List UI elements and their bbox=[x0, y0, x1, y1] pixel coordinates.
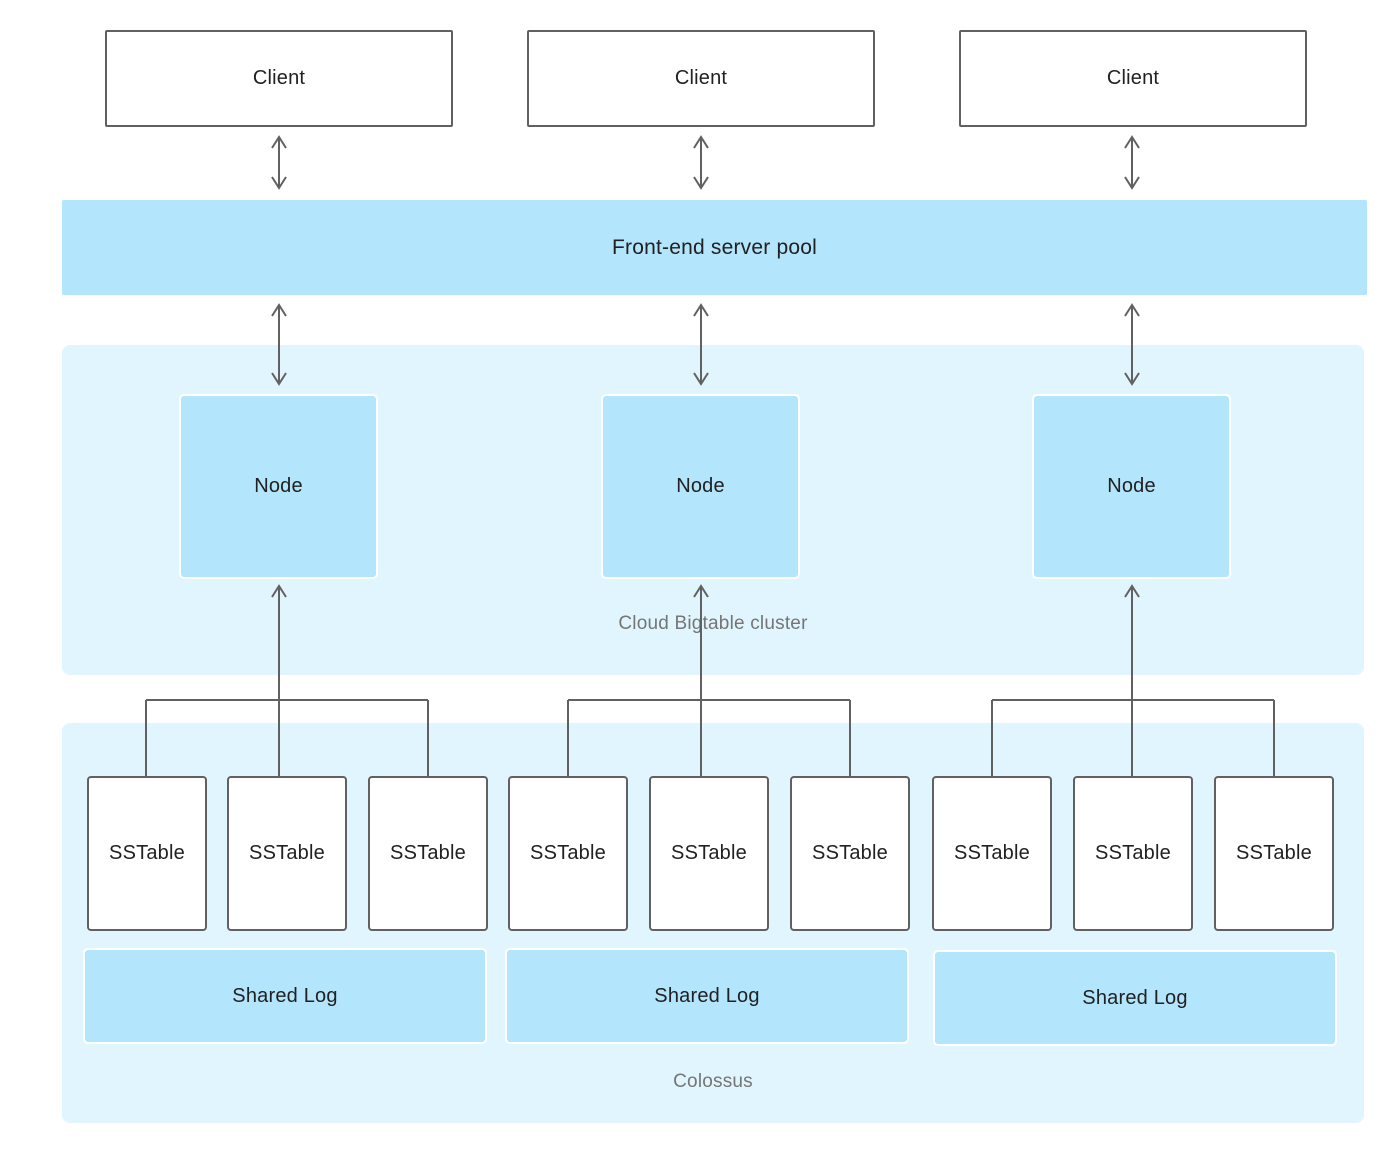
shared-log-box-3: Shared Log bbox=[933, 950, 1337, 1046]
sstable-label: SSTable bbox=[1095, 842, 1171, 864]
frontend-server-pool-label: Front-end server pool bbox=[612, 235, 817, 259]
node-box-2: Node bbox=[601, 394, 800, 579]
sstable-label: SSTable bbox=[390, 842, 466, 864]
client-box-1: Client bbox=[105, 30, 453, 127]
client-frontend-arrow-2 bbox=[693, 135, 709, 190]
sstable-box-2-3: SSTable bbox=[790, 776, 910, 931]
sstable-box-2-2: SSTable bbox=[649, 776, 769, 931]
node-label-3: Node bbox=[1107, 475, 1156, 497]
client-box-3: Client bbox=[959, 30, 1307, 127]
cloud-bigtable-cluster-label: Cloud Bigtable cluster bbox=[618, 613, 808, 634]
colossus-label: Colossus bbox=[673, 1071, 753, 1092]
node-box-3: Node bbox=[1032, 394, 1231, 579]
sstable-label: SSTable bbox=[1236, 842, 1312, 864]
sstable-box-3-1: SSTable bbox=[932, 776, 1052, 931]
sstable-label: SSTable bbox=[954, 842, 1030, 864]
client-label-1: Client bbox=[252, 67, 306, 89]
sstable-label: SSTable bbox=[812, 842, 888, 864]
frontend-server-pool-band: Front-end server pool bbox=[62, 200, 1367, 295]
client-label-2: Client bbox=[674, 67, 728, 89]
sstable-box-3-3: SSTable bbox=[1214, 776, 1334, 931]
client-frontend-arrow-3 bbox=[1124, 135, 1140, 190]
node-label-1: Node bbox=[254, 475, 303, 497]
sstable-label: SSTable bbox=[530, 842, 606, 864]
sstable-box-3-2: SSTable bbox=[1073, 776, 1193, 931]
shared-log-label-3: Shared Log bbox=[1082, 986, 1188, 1009]
sstable-label: SSTable bbox=[249, 842, 325, 864]
sstable-box-2-1: SSTable bbox=[508, 776, 628, 931]
sstable-box-1-1: SSTable bbox=[87, 776, 207, 931]
shared-log-box-1: Shared Log bbox=[83, 948, 487, 1044]
sstable-box-1-2: SSTable bbox=[227, 776, 347, 931]
shared-log-label-1: Shared Log bbox=[232, 984, 338, 1007]
client-label-3: Client bbox=[1106, 67, 1160, 89]
sstable-label: SSTable bbox=[109, 842, 185, 864]
node-label-2: Node bbox=[676, 475, 725, 497]
sstable-label: SSTable bbox=[671, 842, 747, 864]
client-box-2: Client bbox=[527, 30, 875, 127]
shared-log-box-2: Shared Log bbox=[505, 948, 909, 1044]
shared-log-label-2: Shared Log bbox=[654, 984, 760, 1007]
node-box-1: Node bbox=[179, 394, 378, 579]
client-frontend-arrow-1 bbox=[271, 135, 287, 190]
sstable-box-1-3: SSTable bbox=[368, 776, 488, 931]
